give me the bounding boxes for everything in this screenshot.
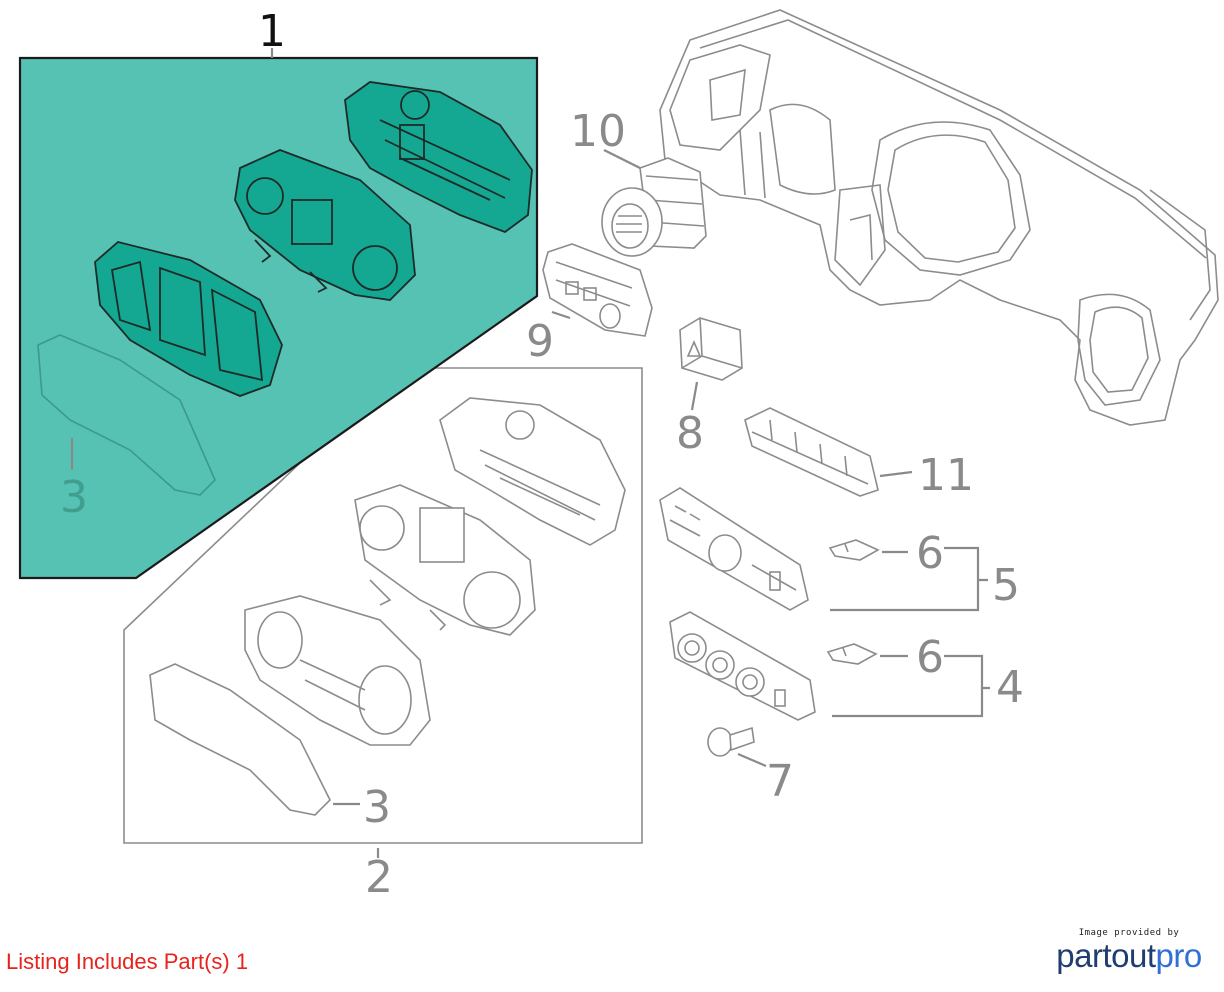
part-5-climate-control: [659, 487, 809, 611]
part-3-ghost-lens: [37, 334, 216, 496]
partoutpro-logo[interactable]: partoutpro: [1054, 938, 1204, 974]
logo-text-partout: partout: [1056, 937, 1156, 974]
callout-2: 2: [365, 852, 393, 903]
part-8-hazard-switch: [679, 317, 743, 381]
callout-3-lower: 3: [363, 782, 391, 833]
callout-5: 5: [992, 560, 1020, 611]
part-4-climate-control: [669, 611, 816, 721]
part-10-switch: [601, 157, 707, 257]
part-2-cluster-assembly: [149, 397, 626, 816]
part-11-switch-strip: [744, 407, 879, 497]
callout-9: 9: [526, 316, 554, 367]
leader-lines: [70, 48, 990, 858]
credit-caption: Image provided by: [1078, 928, 1180, 938]
part-2-assembly-box: [123, 367, 643, 844]
dashboard-panel: [659, 9, 1219, 426]
callout-6-upper: 6: [916, 528, 944, 579]
callout-7: 7: [766, 756, 794, 807]
callout-6-lower: 6: [916, 632, 944, 683]
listing-note: Listing Includes Part(s) 1: [6, 949, 249, 974]
callout-4: 4: [996, 662, 1024, 713]
part-7-screw: [707, 726, 755, 757]
part-6-clip-upper: [828, 539, 880, 561]
callout-1: 1: [258, 6, 286, 57]
image-credit: Image provided by partoutpro: [1054, 928, 1204, 974]
callout-10: 10: [570, 106, 626, 157]
part-1-cluster-assembly: [94, 81, 533, 397]
part-6-clip-lower: [826, 643, 878, 665]
logo-text-pro: pro: [1155, 937, 1203, 974]
callout-3-inset: 3: [60, 472, 88, 523]
callout-11: 11: [918, 450, 974, 501]
callout-8: 8: [676, 408, 704, 459]
part-9-switch-panel: [542, 243, 653, 337]
